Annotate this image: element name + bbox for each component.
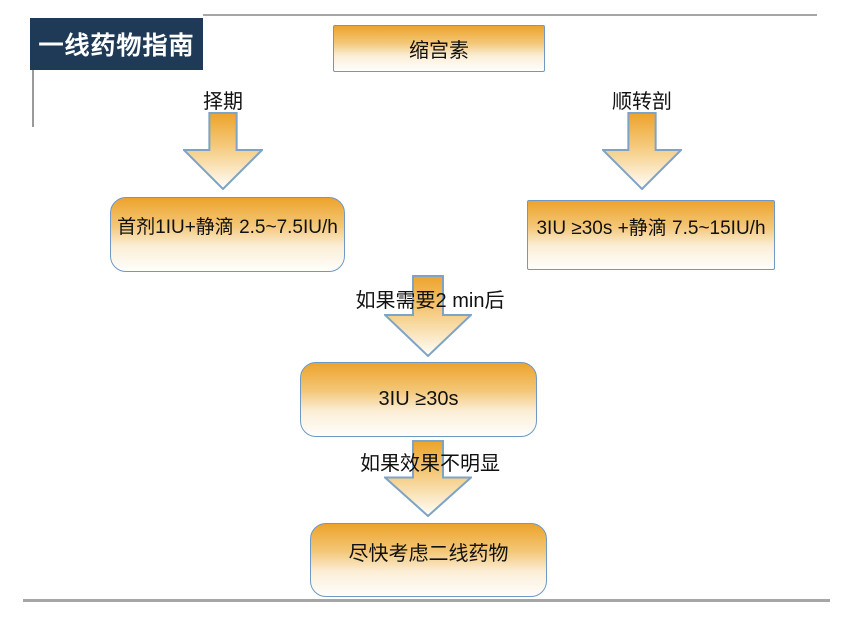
middle-action-box: 3IU ≥30s xyxy=(300,362,537,437)
right-condition-label: 顺转剖 xyxy=(612,91,672,113)
title-banner-label: 一线药物指南 xyxy=(38,32,195,60)
down-arrow-middle-1 xyxy=(384,275,472,357)
left-action-box: 首剂1IU+静滴 2.5~7.5IU/h xyxy=(110,197,345,272)
title-banner: 一线药物指南 xyxy=(30,18,203,70)
bottom-action-label: 尽快考虑二线药物 xyxy=(348,543,509,565)
left-condition-label: 择期 xyxy=(203,91,243,113)
top-rule xyxy=(203,14,817,16)
left-tick-line xyxy=(32,70,34,127)
bottom-rule xyxy=(23,599,830,602)
root-box-oxytocin: 缩宫素 xyxy=(333,25,545,72)
down-arrow-right xyxy=(602,112,682,190)
middle-action-label: 3IU ≥30s xyxy=(378,388,459,410)
down-arrow-middle-2 xyxy=(384,440,472,517)
root-box-label: 缩宫素 xyxy=(409,40,469,62)
bottom-action-box: 尽快考虑二线药物 xyxy=(310,523,547,597)
followup-condition2-label: 如果效果不明显 xyxy=(360,453,500,475)
followup-condition1-label: 如果需要2 min后 xyxy=(355,290,505,312)
right-action-box: 3IU ≥30s +静滴 7.5~15IU/h xyxy=(527,200,775,270)
right-action-label: 3IU ≥30s +静滴 7.5~15IU/h xyxy=(536,218,766,239)
left-action-label: 首剂1IU+静滴 2.5~7.5IU/h xyxy=(117,217,338,238)
down-arrow-left xyxy=(183,112,263,190)
